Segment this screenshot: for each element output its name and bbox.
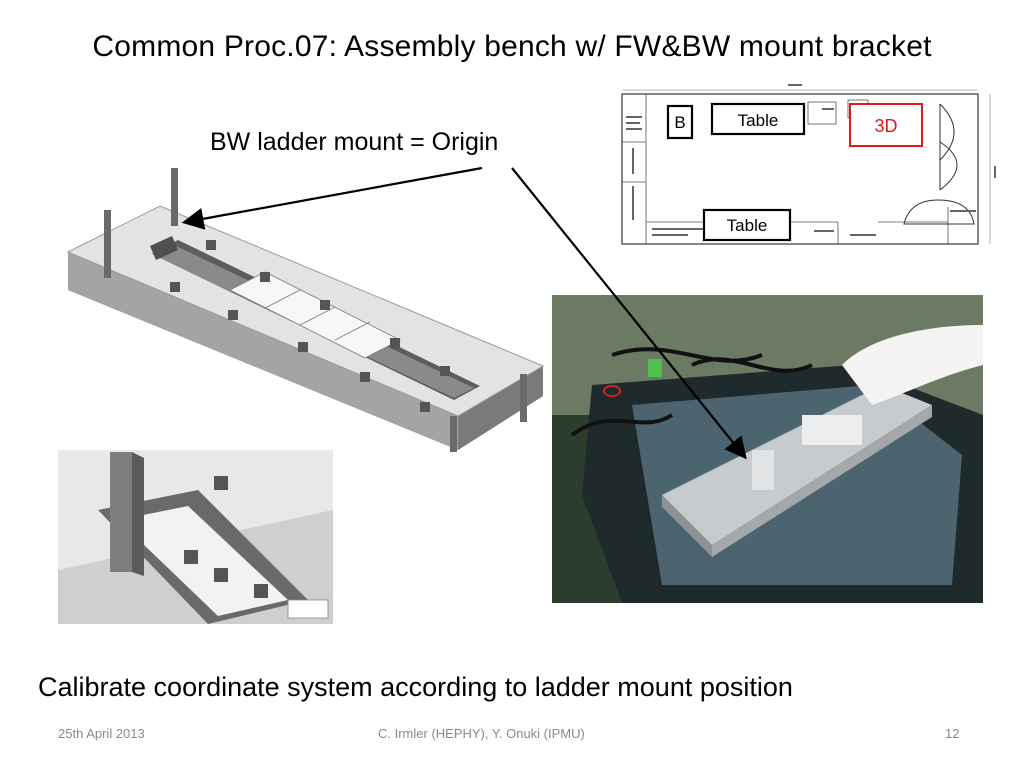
floorplan-b-label: B xyxy=(674,113,685,132)
floor-plan-diagram: B Table 3D Table xyxy=(618,82,1006,250)
bench-photo xyxy=(552,295,983,603)
arrow-to-cad-origin xyxy=(181,166,483,230)
slide-title: Common Proc.07: Assembly bench w/ FW&BW … xyxy=(92,30,932,63)
arrow-to-photo-origin xyxy=(511,167,747,460)
floorplan-table-bottom-label: Table xyxy=(727,216,768,235)
cad-assembly-bench-render xyxy=(66,168,545,452)
floorplan-table-top-label: Table xyxy=(738,111,779,130)
footer-date: 25th April 2013 xyxy=(58,726,145,741)
floorplan-3d-label: 3D xyxy=(874,116,897,136)
footer-page-number: 12 xyxy=(945,726,960,741)
footer-authors: C. Irmler (HEPHY), Y. Onuki (IPMU) xyxy=(378,726,585,741)
slide-caption: Calibrate coordinate system according to… xyxy=(38,672,793,702)
bracket-closeup-render xyxy=(58,450,333,624)
origin-label: BW ladder mount = Origin xyxy=(210,128,499,156)
